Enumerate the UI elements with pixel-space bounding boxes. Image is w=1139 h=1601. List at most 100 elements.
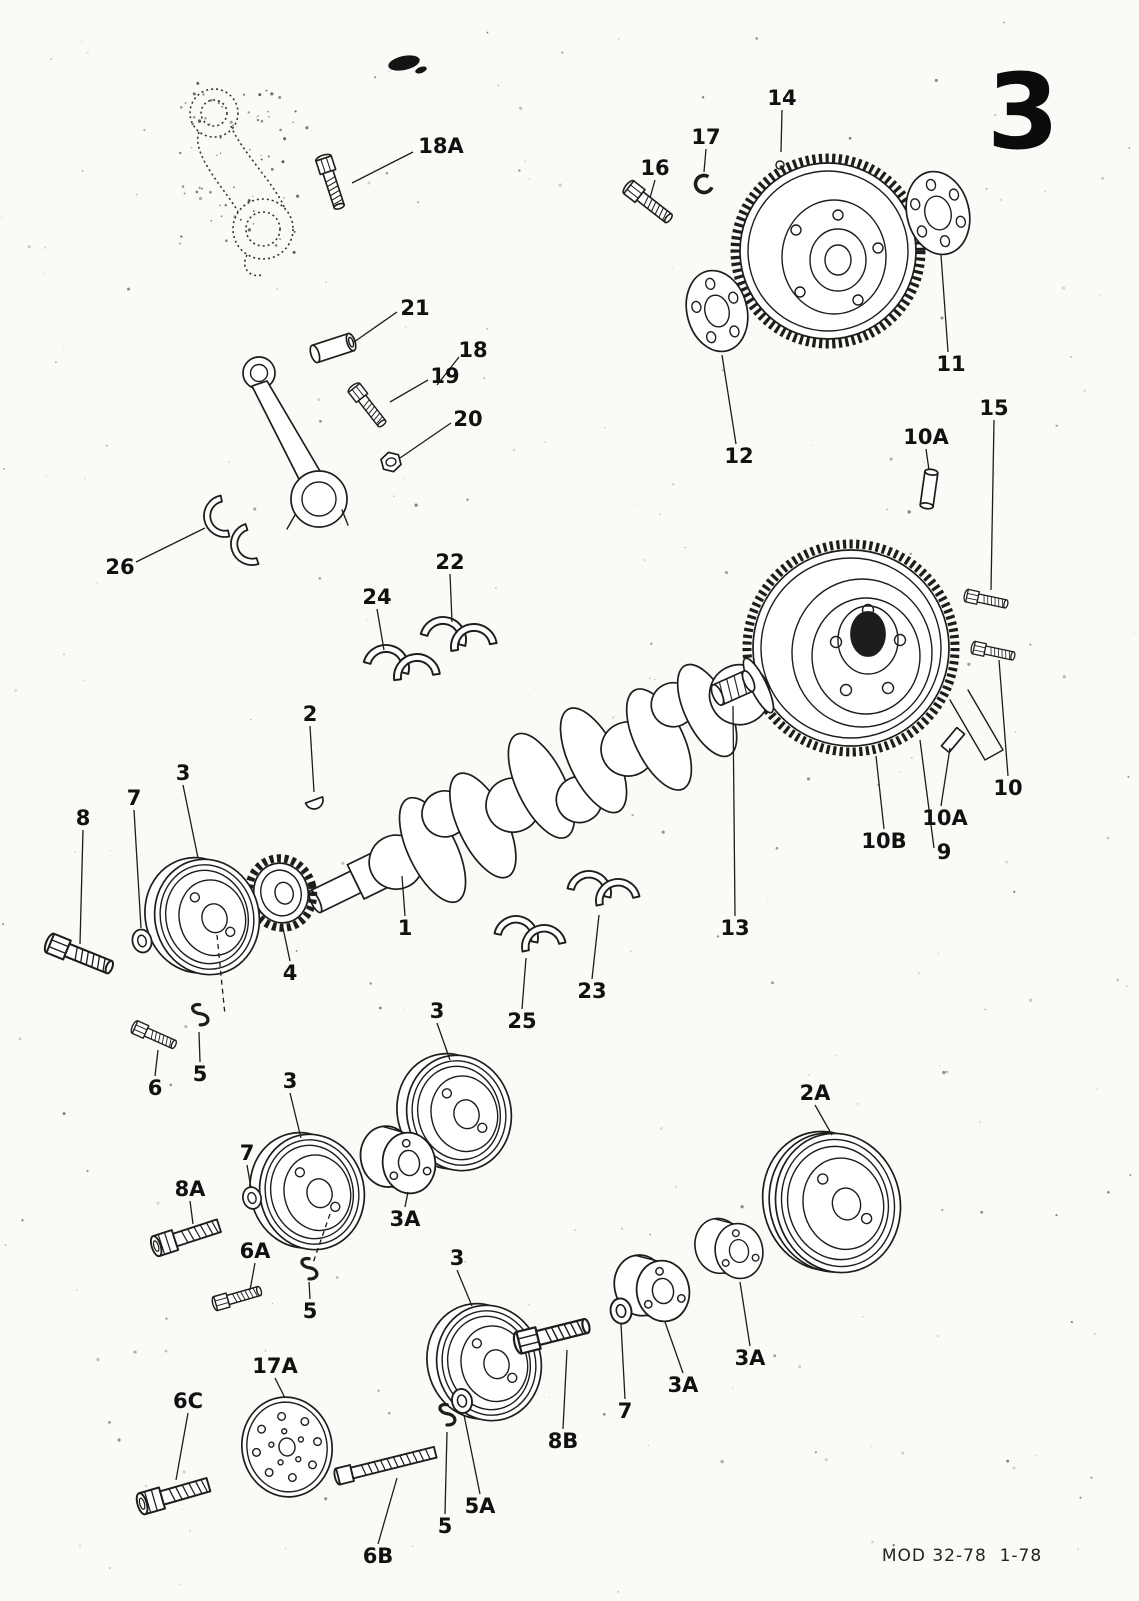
callout-label-17A: 17A (252, 1354, 298, 1378)
ring-gear-drive-plate-14 (730, 153, 926, 349)
callout-label-10: 10 (993, 776, 1022, 800)
callout-label-19: 19 (430, 364, 459, 388)
leader-line-26 (135, 527, 206, 563)
callout-label-3: 3 (450, 1246, 465, 1270)
crank-timing-gear-4 (244, 854, 318, 932)
leader-line-6C (175, 1412, 189, 1481)
leader-line-17A (274, 1377, 286, 1399)
scan-noise (1, 21, 1135, 1595)
callout-label-15: 15 (979, 396, 1008, 420)
spring-clip-5 (299, 1255, 320, 1282)
flywheel-dowel-pin (940, 726, 966, 754)
callout-label-2: 2 (303, 702, 318, 726)
callout-label-6C: 6C (173, 1389, 203, 1413)
connecting-rod-ghost-outline (189, 88, 294, 277)
leader-line-10B (875, 755, 885, 830)
callout-label-22: 22 (435, 550, 464, 574)
callout-label-7: 7 (618, 1399, 633, 1423)
callout-label-9: 9 (937, 840, 952, 864)
retainer-plate-11 (905, 170, 971, 256)
callout-label-11: 11 (936, 352, 965, 376)
callout-label-20: 20 (453, 407, 482, 431)
leader-line-22 (449, 573, 453, 623)
leader-line-14 (780, 109, 783, 153)
leader-line-10A (925, 448, 930, 471)
callout-label-16: 16 (640, 156, 669, 180)
woodruff-key-2 (304, 796, 324, 810)
leader-line-9 (919, 739, 935, 849)
leader-line-18A (351, 151, 414, 184)
bolt-6 (129, 1019, 180, 1053)
rod-bolt-18a (314, 151, 349, 212)
callout-label-2A: 2A (800, 1081, 832, 1105)
leader-line-6B (377, 1477, 398, 1545)
snap-ring-17 (693, 173, 715, 195)
leader-line-3A (739, 1281, 751, 1347)
callout-label-7: 7 (240, 1141, 255, 1165)
leader-line-2A (814, 1104, 833, 1136)
leader-line-3 (289, 1092, 302, 1139)
leader-line-4 (282, 927, 291, 962)
callout-label-21: 21 (400, 296, 429, 320)
leader-line-17 (703, 148, 707, 173)
flywheel-bolt-16 (620, 178, 677, 227)
connecting-rod (242, 356, 349, 530)
leader-line-5 (198, 1031, 201, 1063)
leader-line-1 (401, 875, 406, 917)
callout-label-5: 5 (438, 1514, 453, 1538)
leader-line-13 (732, 705, 736, 917)
bolt-10 (969, 640, 1017, 664)
rod-nut-20 (380, 451, 402, 473)
leader-line-3A (664, 1321, 684, 1374)
callout-label-5: 5 (303, 1299, 318, 1323)
rod-bearing-shell (199, 494, 231, 542)
callout-label-10A: 10A (903, 425, 949, 449)
leader-line-2 (309, 725, 315, 793)
piston-pin (309, 332, 357, 364)
callout-label-26: 26 (105, 555, 134, 579)
flywheel-9 (742, 539, 960, 757)
leader-line-7 (620, 1323, 626, 1400)
rod-bolt-19 (345, 380, 390, 431)
callout-label-25: 25 (507, 1009, 536, 1033)
alignment-dashed-line (216, 934, 226, 1016)
callout-label-3: 3 (176, 761, 191, 785)
leader-line-7 (133, 809, 142, 929)
callout-label-3: 3 (283, 1069, 298, 1093)
bolt-15 (962, 588, 1010, 612)
leader-line-6A (249, 1262, 256, 1291)
callout-label-1: 1 (398, 916, 413, 940)
socket-bolt-8a (147, 1214, 224, 1259)
leader-line-25 (521, 957, 527, 1010)
callout-label-8B: 8B (548, 1429, 579, 1453)
crankshaft (308, 657, 775, 914)
callout-label-7: 7 (127, 786, 142, 810)
crank-pulley-3 (131, 843, 273, 989)
long-bolt-6b (331, 1443, 439, 1487)
callout-label-3A: 3A (390, 1207, 422, 1231)
leader-line-7 (246, 1164, 252, 1189)
leader-line-15 (990, 419, 995, 591)
callout-label-14: 14 (767, 86, 796, 110)
section-number: 3 (987, 51, 1059, 173)
crank-pulley-3 (413, 1289, 555, 1435)
leader-line-11 (940, 254, 949, 353)
callout-label-5A: 5A (465, 1494, 497, 1518)
leader-line-16 (649, 179, 656, 199)
rod-bearing-shell (224, 523, 260, 572)
leader-line-12 (721, 354, 737, 445)
callout-label-3A: 3A (668, 1373, 700, 1397)
leader-line-5 (444, 1431, 448, 1515)
pulley-bolt-8b (510, 1313, 593, 1356)
callout-label-12: 12 (724, 444, 753, 468)
callout-label-13: 13 (720, 916, 749, 940)
leader-line-8B (562, 1349, 568, 1430)
spacer-plate-12 (685, 269, 749, 353)
callout-label-10A: 10A (922, 806, 968, 830)
spring-clip-5 (190, 1001, 211, 1028)
callout-label-18: 18 (458, 338, 487, 362)
pulley-bolt-8 (41, 931, 117, 979)
leader-line-19 (389, 379, 429, 403)
